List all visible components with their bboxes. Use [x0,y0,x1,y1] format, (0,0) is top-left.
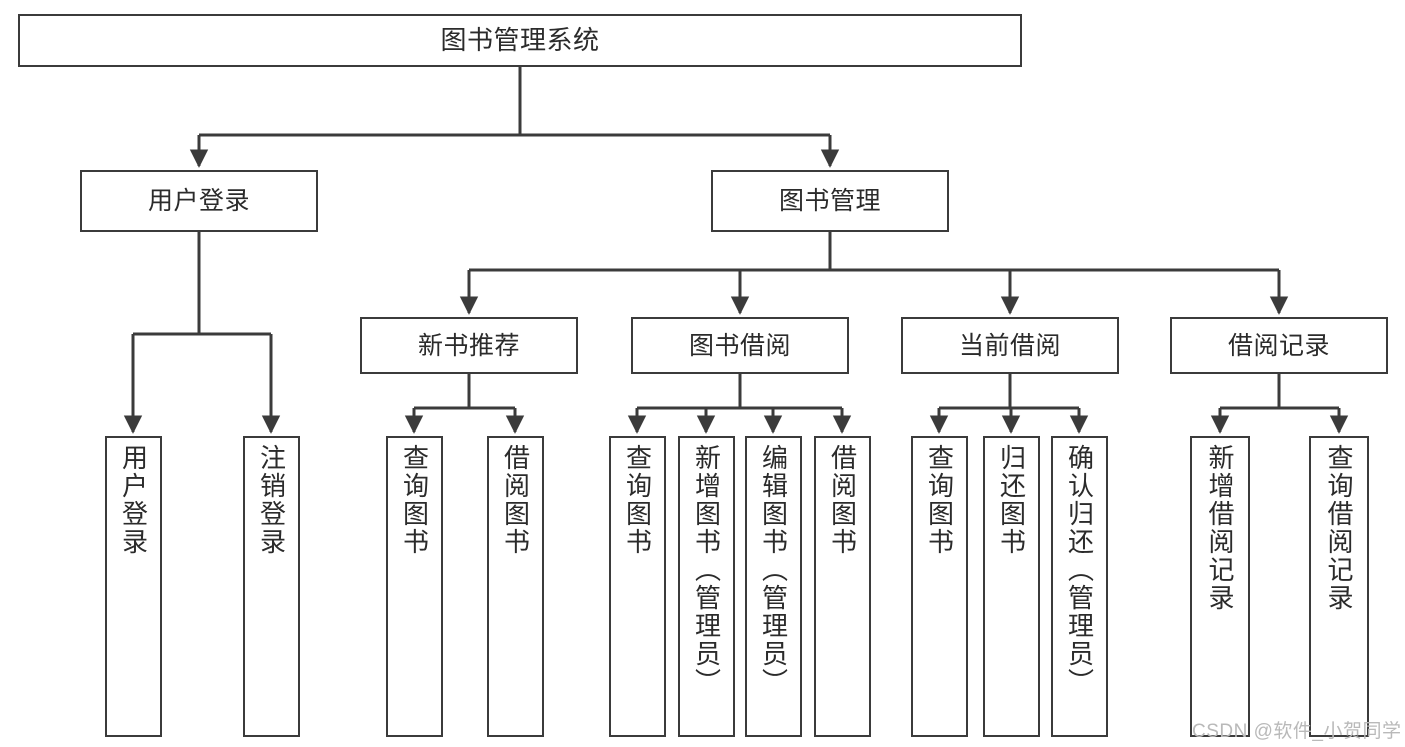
leaf-edit-book-admin-label: 编辑图书（管理员） [758,444,789,696]
node-new-book-recommend[interactable]: 新书推荐 [360,317,578,374]
leaf-add-book-admin[interactable]: 新增图书（管理员） [678,436,735,737]
node-root[interactable]: 图书管理系统 [18,14,1022,67]
node-current-borrow[interactable]: 当前借阅 [901,317,1119,374]
leaf-query-book-b[interactable]: 查询图书 [609,436,666,737]
leaf-logout-label: 注销登录 [256,444,287,556]
leaf-logout[interactable]: 注销登录 [243,436,300,737]
leaf-add-borrow-record-label: 新增借阅记录 [1205,444,1235,612]
node-new-book-recommend-label: 新书推荐 [417,331,520,360]
csdn-watermark: CSDN @软件_小贺同学 [1192,721,1402,742]
node-current-borrow-label: 当前借阅 [958,331,1061,360]
leaf-borrow-book-b[interactable]: 借阅图书 [814,436,871,737]
leaf-query-book-c-label: 查询图书 [924,444,955,556]
leaf-borrow-book-a-label: 借阅图书 [500,444,531,556]
leaf-user-login[interactable]: 用户登录 [105,436,162,737]
leaf-query-book-b-label: 查询图书 [622,444,653,556]
leaf-borrow-book-b-label: 借阅图书 [827,444,858,556]
leaf-query-borrow-record[interactable]: 查询借阅记录 [1309,436,1369,737]
node-book-borrow[interactable]: 图书借阅 [631,317,849,374]
leaf-return-book-label: 归还图书 [996,444,1027,556]
node-user-login-label: 用户登录 [147,187,250,215]
node-book-manage-label: 图书管理 [778,187,881,215]
leaf-query-book-a[interactable]: 查询图书 [386,436,443,737]
node-book-manage[interactable]: 图书管理 [711,170,949,232]
leaf-edit-book-admin[interactable]: 编辑图书（管理员） [745,436,802,737]
leaf-query-book-c[interactable]: 查询图书 [911,436,968,737]
leaf-return-book[interactable]: 归还图书 [983,436,1040,737]
leaf-add-borrow-record[interactable]: 新增借阅记录 [1190,436,1250,737]
leaf-query-book-a-label: 查询图书 [399,444,430,556]
node-borrow-record-label: 借阅记录 [1227,331,1330,360]
node-borrow-record[interactable]: 借阅记录 [1170,317,1388,374]
node-user-login[interactable]: 用户登录 [80,170,318,232]
node-book-borrow-label: 图书借阅 [688,331,791,360]
leaf-confirm-return-admin[interactable]: 确认归还（管理员） [1051,436,1108,737]
leaf-borrow-book-a[interactable]: 借阅图书 [487,436,544,737]
node-root-label: 图书管理系统 [440,24,600,55]
leaf-add-book-admin-label: 新增图书（管理员） [691,444,722,696]
leaf-user-login-label: 用户登录 [118,444,149,556]
leaf-confirm-return-admin-label: 确认归还（管理员） [1064,444,1095,696]
leaf-query-borrow-record-label: 查询借阅记录 [1324,444,1354,612]
